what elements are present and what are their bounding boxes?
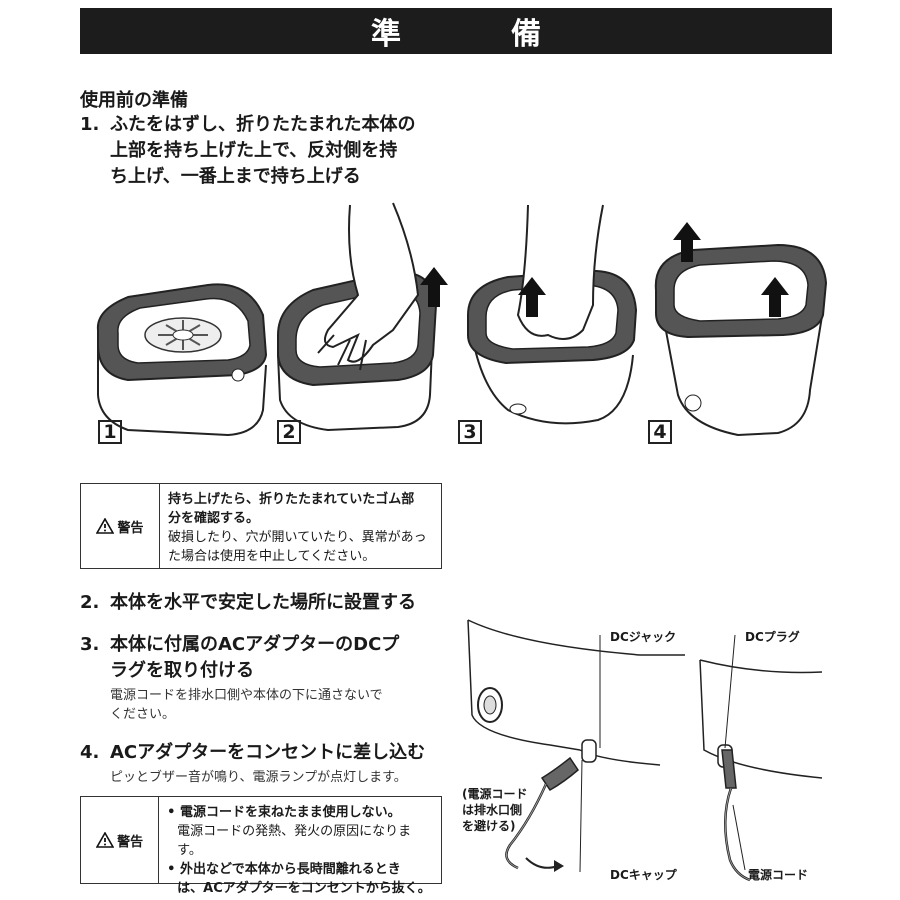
callout-cord-routing-line3: を避ける) [462,819,516,833]
warning-1-label: 警告 [117,520,144,536]
figure-3-lift-other-side [467,204,638,425]
step-4: 4. ACアダプターをコンセントに差し込む [80,740,425,766]
step-3-line2: ラグを取り付ける [110,660,254,681]
figure-4-fully-open [654,222,828,437]
warning-2-bullet2-line1: • 外出などで本体から長時間離れるとき [167,862,401,877]
step-3: 3. 本体に付属のACアダプターのDCプ ラグを取り付ける [80,632,460,684]
page-title: 準 備 [371,17,581,52]
callout-power-cord: 電源コード [748,868,809,882]
step-1-line2: 上部を持ち上げた上で、反対側を持 [110,140,398,161]
callout-cord-routing-line1: (電源コード [462,787,528,801]
warning-1-line3: 破損したり、穴が開いていたり、異常があっ [168,530,427,545]
warning-2-label: 警告 [117,834,144,850]
step-2-number: 2. [80,592,100,613]
step-3-note2: ください。 [110,707,176,722]
figure-1-folded-unit [96,283,268,437]
body-with-dc-jack [467,619,685,872]
callout-dc-cap: DCキャップ [610,868,677,882]
figure-label-3: 3 [458,420,482,444]
warning-box-1: 警告 持ち上げたら、折りたたまれていたゴム部 分を確認する。 破損したり、穴が開… [80,483,442,569]
callout-dc-jack: DCジャック [610,630,677,644]
page-title-bar: 準 備 [80,8,832,54]
step-2-text: 本体を水平で安定した場所に設置する [110,592,416,613]
warning-triangle-icon [96,518,115,534]
figure-label-1: 1 [98,420,122,444]
warning-2-label-cell: 警告 [81,797,160,883]
step-4-text: ACアダプターをコンセントに差し込む [110,742,426,763]
figure-label-4: 4 [648,420,672,444]
warning-triangle-icon [96,832,115,848]
warning-2-content: • 電源コードを束ねたまま使用しない。 電源コードの発熱、発火の原因になります。… [159,797,441,896]
step-3-note1: 電源コードを排水口側や本体の下に通さないで [110,688,383,703]
figure-label-2: 2 [277,420,301,444]
warning-1-line2: 分を確認する。 [168,511,260,526]
figure-2-lift-top [277,202,448,432]
warning-1-line1: 持ち上げたら、折りたたまれていたゴム部 [168,492,415,507]
step-2: 2. 本体を水平で安定した場所に設置する [80,590,416,616]
step-1: 1. ふたをはずし、折りたたまれた本体の 上部を持ち上げた上で、反対側を持 ち上げ… [80,112,460,190]
body-with-dc-plug [699,659,823,882]
step-3-line1: 本体に付属のACアダプターのDCプ [110,634,400,655]
dc-connection-diagram [467,619,823,882]
step-3-note: 電源コードを排水口側や本体の下に通さないで ください。 [110,686,383,724]
step-4-number: 4. [80,742,100,763]
warning-2-bullet1: • 電源コードを束ねたまま使用しない。 [167,805,401,820]
warning-2-bullet1-sub: 電源コードの発熱、発火の原因になります。 [177,824,412,858]
step-1-line3: ち上げ、一番上まで持ち上げる [110,166,361,187]
step-1-line1: ふたをはずし、折りたたまれた本体の [110,114,416,135]
section-heading: 使用前の準備 [80,90,188,111]
callout-dc-plug: DCプラグ [745,630,800,644]
callout-cord-routing: (電源コード は排水口側 を避ける) [462,786,528,834]
step-3-number: 3. [80,634,100,655]
warning-box-2: 警告 • 電源コードを束ねたまま使用しない。 電源コードの発熱、発火の原因になり… [80,796,442,896]
warning-2-bullet2-line2: は、ACアダプターをコンセントから抜く。 [177,881,431,896]
step-4-note: ピッとブザー音が鳴り、電源ランプが点灯します。 [110,770,407,785]
step-1-number: 1. [80,114,100,135]
warning-1-label-cell: 警告 [81,484,160,568]
callout-cord-routing-line2: は排水口側 [462,803,523,817]
unfolding-illustrations [96,202,828,437]
warning-1-content: 持ち上げたら、折りたたまれていたゴム部 分を確認する。 破損したり、穴が開いてい… [160,484,435,568]
warning-1-line4: た場合は使用を中止してください。 [168,549,376,564]
